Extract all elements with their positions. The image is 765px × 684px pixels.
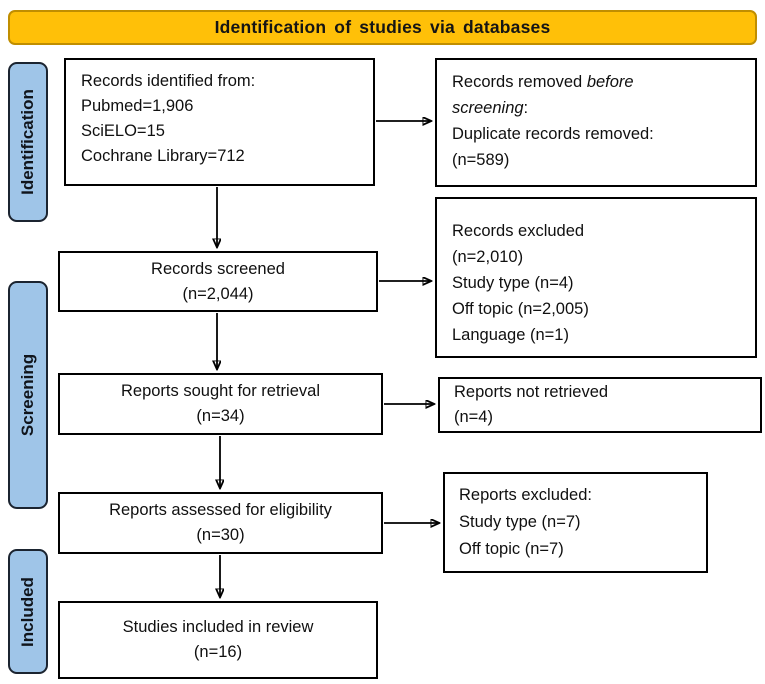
box-text-line: Reports excluded:	[459, 486, 592, 504]
box-text-line: Study type (n=7)	[459, 513, 581, 531]
diagram-title: Identification of studies via databases	[214, 17, 551, 37]
flow-box-records-screened: Records screened (n=2,044)	[58, 251, 378, 312]
stage-label-text: Identification	[18, 89, 37, 195]
box-text-line: screening:	[452, 99, 529, 117]
box-text-line: Records removed before	[452, 73, 634, 91]
diagram-title-banner: Identification of studies via databases	[8, 10, 757, 45]
flow-box-records-excluded: Records excluded (n=2,010) Study type (n=4…	[435, 197, 757, 358]
box-text-line: Records excluded	[452, 222, 585, 240]
box-text-line: Reports not retrieved	[454, 383, 609, 401]
box-text-line: (n=2,010)	[452, 248, 524, 266]
box-text-line: (n=16)	[193, 643, 243, 661]
box-text-line: (n=589)	[452, 151, 510, 169]
box-text-line: (n=34)	[196, 407, 245, 425]
box-text-line: (n=2,044)	[182, 284, 254, 303]
flow-box-studies-included: Studies included in review (n=16)	[58, 601, 378, 679]
box-text-line: Cochrane Library=712	[81, 147, 245, 165]
flow-box-records-removed: Records removed before screening: Duplicat…	[435, 58, 757, 187]
box-text-line: Off topic (n=2,005)	[452, 300, 589, 318]
stage-label-text: Included	[18, 576, 37, 647]
flow-box-reports-assessed: Reports assessed for eligibility (n=30)	[58, 492, 383, 554]
box-text-line: Study type (n=4)	[452, 274, 574, 292]
box-text-line: Reports sought for retrieval	[120, 382, 320, 400]
box-text-line: Reports assessed for eligibility	[109, 501, 332, 519]
box-text-line: Language (n=1)	[452, 326, 569, 344]
flow-box-reports-sought: Reports sought for retrieval (n=34)	[58, 373, 383, 435]
box-text-line: Duplicate records removed:	[452, 125, 654, 143]
flow-box-reports-not-retrieved: Reports not retrieved (n=4)	[438, 377, 762, 433]
flow-box-reports-excluded: Reports excluded: Study type (n=7) Off top…	[443, 472, 708, 573]
box-text-line: Records screened	[151, 259, 285, 278]
box-text-line: Records identified from:	[81, 72, 256, 90]
stage-label-included: Included	[8, 549, 48, 674]
stage-label-text: Screening	[18, 353, 38, 437]
box-text-line: Off topic (n=7)	[459, 540, 564, 558]
box-text-line: (n=30)	[196, 526, 245, 544]
box-text-line: Studies included in review	[122, 618, 314, 636]
box-text-line: SciELO=15	[81, 122, 165, 140]
box-text-line: (n=4)	[454, 408, 493, 426]
stage-label-screening: Screening	[8, 281, 48, 509]
stage-label-identification: Identification	[8, 62, 48, 222]
box-text-line: Pubmed=1,906	[81, 97, 194, 115]
